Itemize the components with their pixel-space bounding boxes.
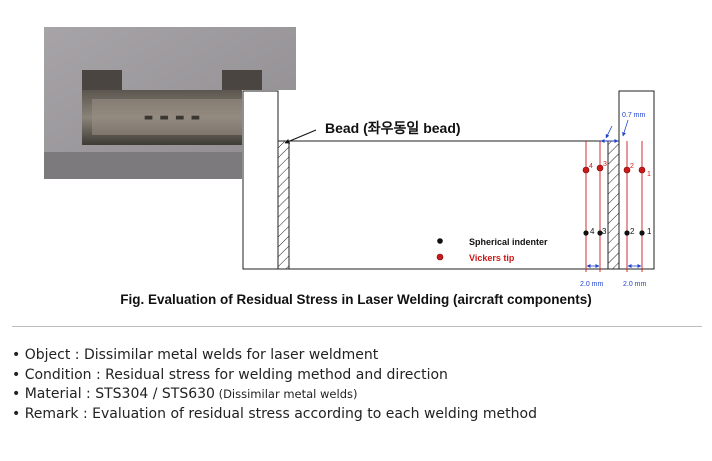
legend-vickers-marker [436, 253, 444, 261]
vickers-point-3 [596, 164, 604, 172]
vickers-point-2 [623, 166, 631, 174]
section-divider [12, 326, 702, 327]
spherical-point-3 [597, 230, 603, 236]
specimen-body [288, 140, 609, 270]
spherical-label-2: 2 [630, 227, 635, 236]
residual-stress-diagram: Bead (좌우동일 bead) 0.7 mm 4 3 2 1 4 3 2 1 … [242, 90, 655, 288]
spherical-label-3: 3 [602, 227, 607, 236]
spherical-label-1: 1 [647, 227, 652, 236]
info-item-material: • Material : STS304 / STS630 (Dissimilar… [12, 386, 358, 402]
vickers-label-2: 2 [630, 163, 634, 170]
right-bead [607, 140, 620, 270]
vickers-label-3: 3 [603, 161, 607, 168]
info-item-remark: • Remark : Evaluation of residual stress… [12, 405, 537, 422]
dimension-right: 2.0 mm [623, 281, 647, 288]
bead-label: Bead (좌우동일 bead) [325, 120, 461, 136]
figure-caption: Fig. Evaluation of Residual Stress in La… [120, 292, 592, 307]
svg-text:▬ ▬ ▬ ▬: ▬ ▬ ▬ ▬ [145, 110, 200, 125]
spherical-label-4: 4 [590, 227, 595, 236]
spherical-point-2 [624, 230, 630, 236]
legend-spherical-marker [437, 238, 443, 244]
spherical-point-4 [583, 230, 589, 236]
spherical-point-1 [639, 230, 645, 236]
info-item-condition: • Condition : Residual stress for weldin… [12, 366, 448, 383]
legend-vickers-label: Vickers tip [469, 253, 515, 263]
vickers-label-4: 4 [589, 163, 593, 170]
dimension-left: 2.0 mm [580, 281, 604, 288]
vickers-point-4 [582, 166, 590, 174]
info-list: • Object : Dissimilar metal welds for la… [12, 346, 537, 424]
bead-pointer [284, 129, 317, 144]
left-plate [242, 90, 279, 270]
right-plate [618, 90, 655, 270]
left-bead [277, 140, 290, 270]
vickers-point-1 [638, 166, 646, 174]
legend-spherical-label: Spherical indenter [469, 237, 548, 247]
gap-label: 0.7 mm [622, 112, 646, 119]
info-item-object: • Object : Dissimilar metal welds for la… [12, 347, 379, 363]
vickers-label-1: 1 [647, 171, 651, 178]
